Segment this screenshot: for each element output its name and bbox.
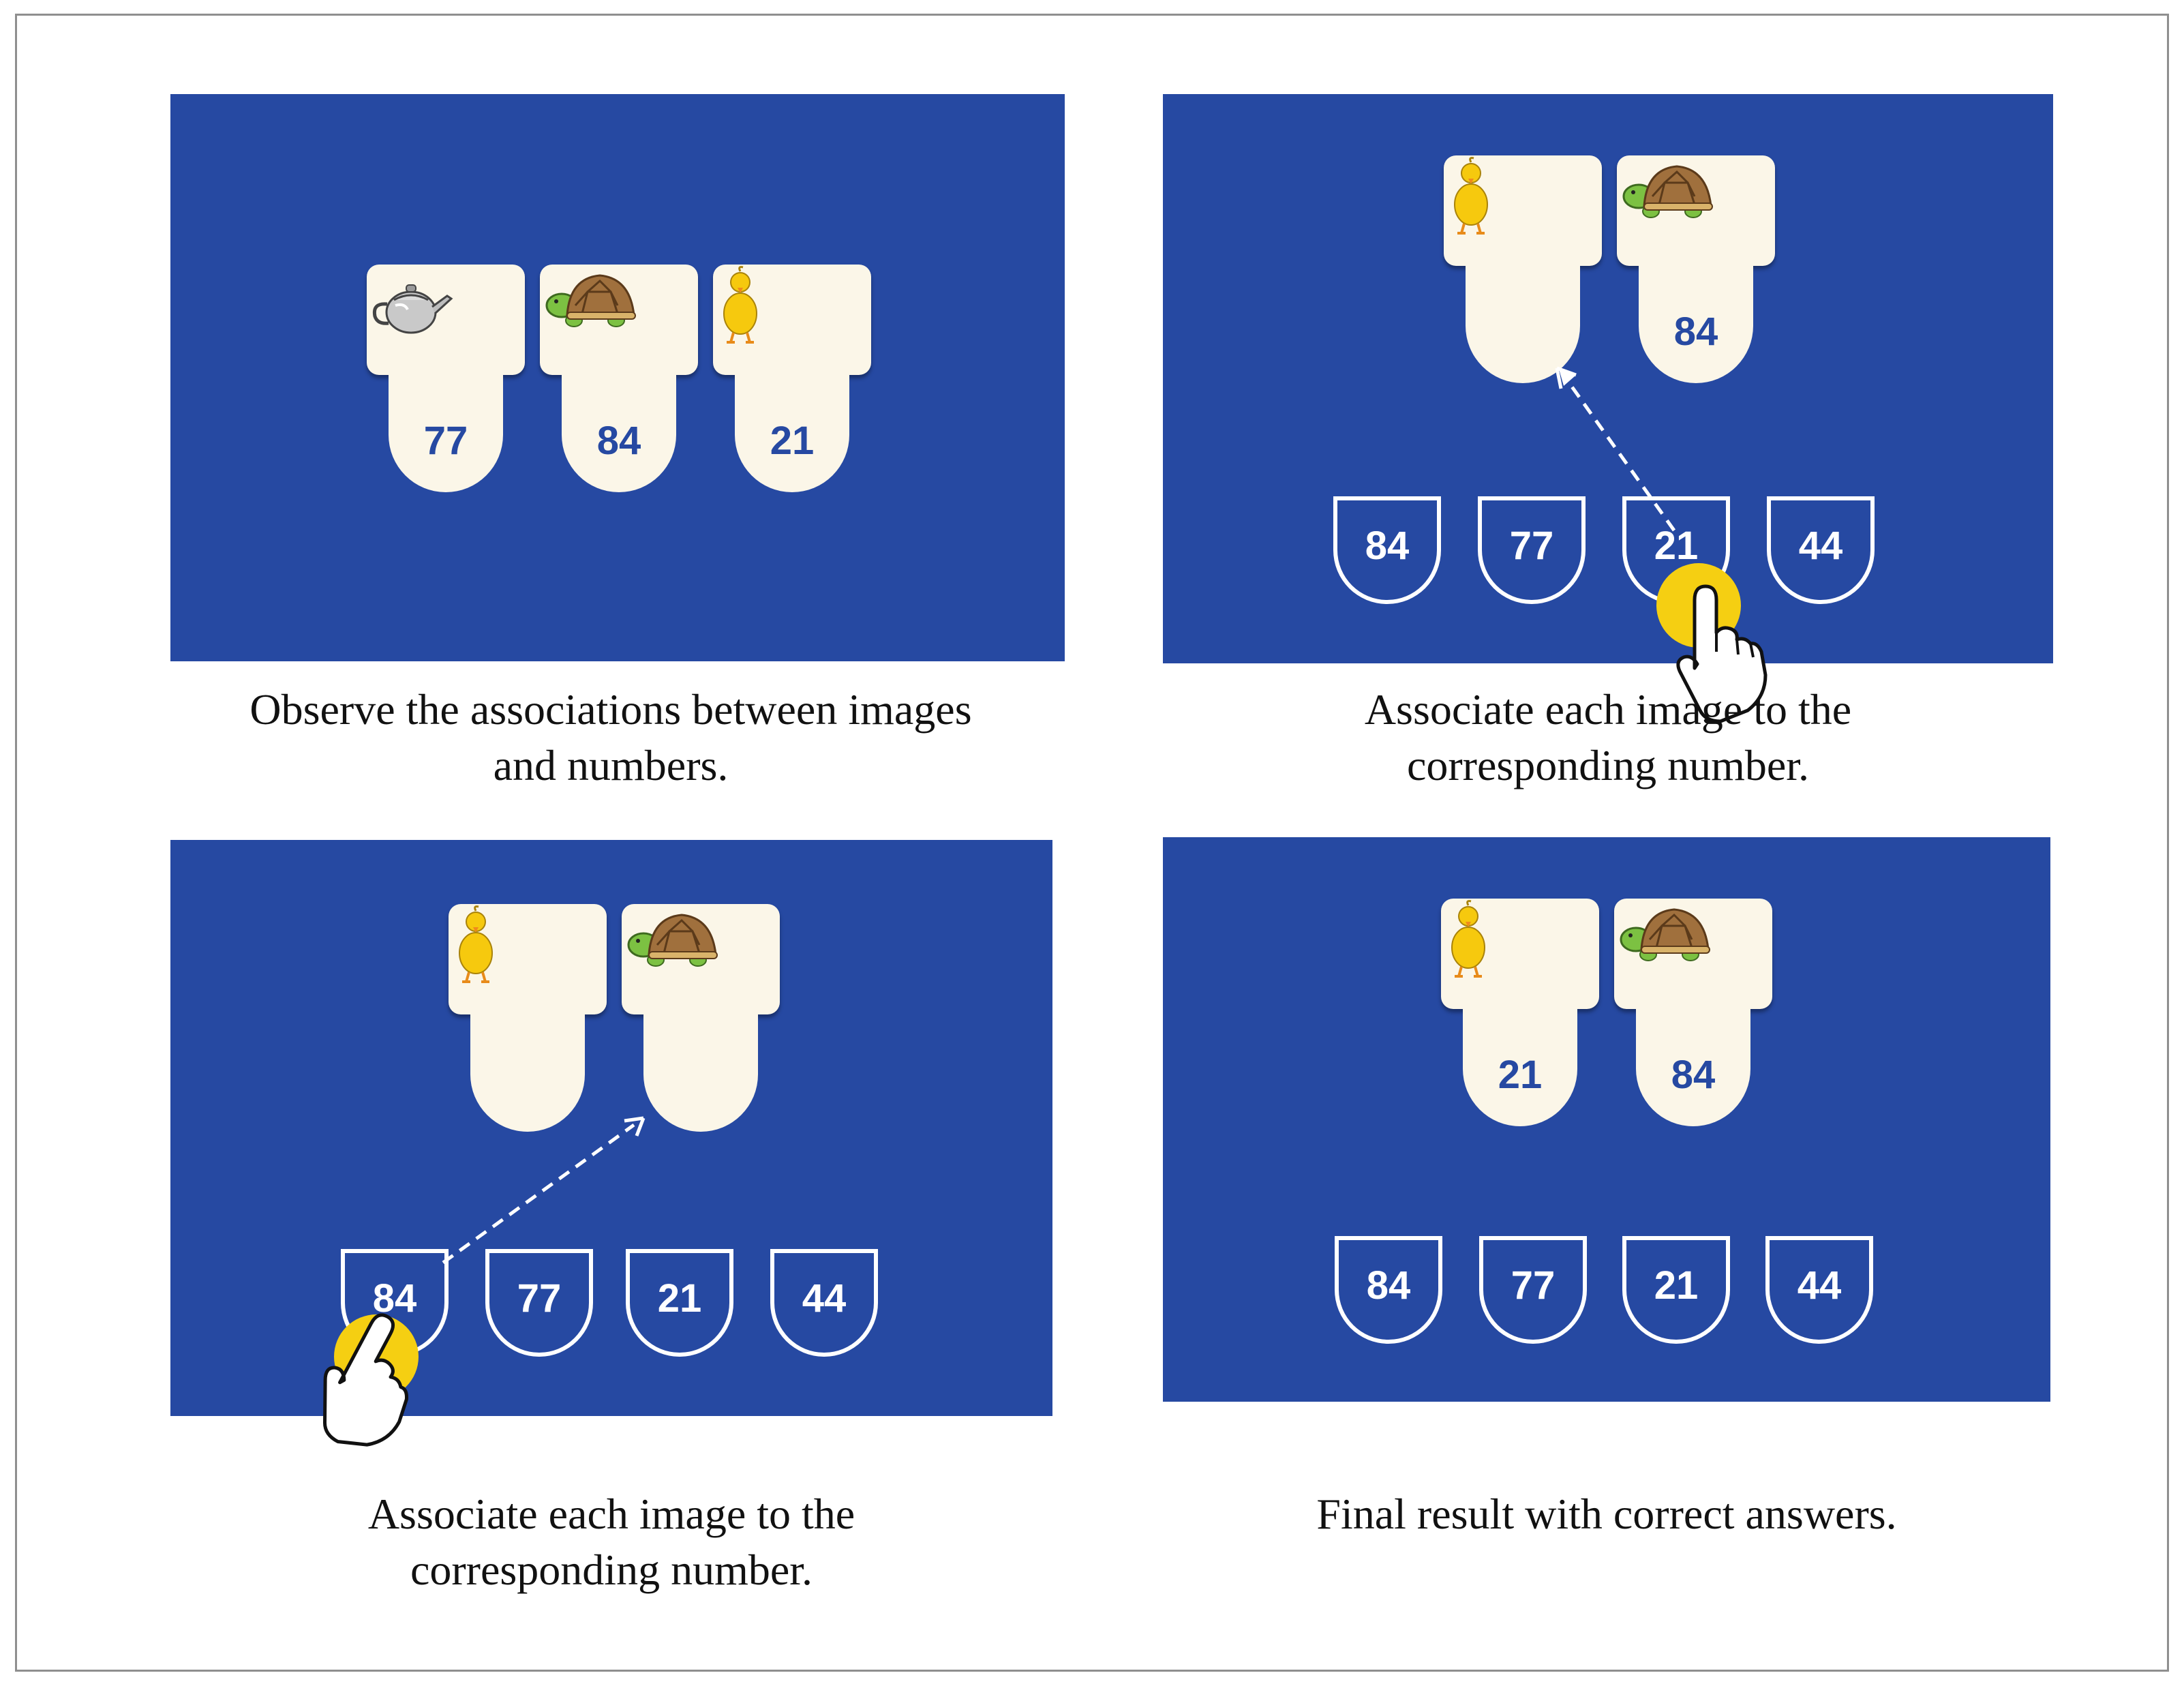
slot-number: 77 <box>423 418 468 463</box>
number-slot-empty[interactable] <box>643 1014 758 1132</box>
slot-number: 84 <box>1673 309 1718 354</box>
tap-hand-icon <box>323 1313 419 1447</box>
choice-number: 44 <box>1798 523 1843 568</box>
choice-number: 84 <box>1365 523 1410 568</box>
turtle-icon <box>545 274 636 327</box>
choice-number: 77 <box>1509 523 1554 568</box>
slot-number: 21 <box>1498 1052 1543 1097</box>
number-slot: 84 <box>562 375 676 492</box>
duck-icon <box>1451 900 1485 978</box>
caption-observe: Observe the associations between images … <box>249 685 972 789</box>
image-card-duck[interactable] <box>713 265 871 375</box>
duck-icon <box>459 905 493 983</box>
number-choice[interactable]: 44 <box>1767 496 1875 604</box>
drag-arrow <box>442 1116 646 1265</box>
choice-number: 44 <box>1797 1263 1842 1308</box>
number-choice[interactable]: 21 <box>1622 1236 1730 1344</box>
choice-number: 77 <box>517 1276 562 1321</box>
choice-number: 21 <box>1654 523 1699 568</box>
image-card-duck[interactable] <box>1441 899 1599 1009</box>
teapot-icon <box>372 284 453 334</box>
caption-associate-second: Associate each image to the correspondin… <box>367 1490 855 1594</box>
image-card-teapot[interactable] <box>367 265 525 375</box>
image-card-turtle[interactable] <box>1617 155 1775 266</box>
slot-number: 21 <box>770 418 815 463</box>
panel-final-result: 21 84 84 77 21 44 <box>1163 837 2050 1402</box>
number-choice[interactable]: 21 <box>626 1249 733 1357</box>
number-choice[interactable]: 77 <box>485 1249 593 1357</box>
panel-associate-second: 84 77 21 44 <box>170 840 1052 1447</box>
number-slot: 21 <box>1463 1009 1577 1126</box>
number-choice[interactable]: 84 <box>1333 496 1441 604</box>
slot-number: 84 <box>596 418 641 463</box>
number-choice[interactable]: 44 <box>770 1249 878 1357</box>
tap-hand-icon <box>1656 563 1768 723</box>
choice-number: 84 <box>372 1276 417 1321</box>
turtle-icon <box>627 914 718 967</box>
turtle-icon <box>1622 165 1713 218</box>
number-slot-empty[interactable] <box>1466 266 1580 383</box>
choice-number: 21 <box>1654 1263 1699 1308</box>
image-card-turtle[interactable] <box>1614 899 1772 1009</box>
number-slot: 77 <box>389 375 503 492</box>
duck-icon <box>723 266 757 344</box>
slot-number: 84 <box>1671 1052 1716 1097</box>
number-slot: 84 <box>1636 1009 1750 1126</box>
image-card-duck[interactable] <box>449 904 607 1014</box>
image-card-duck[interactable] <box>1444 155 1602 266</box>
choice-number: 77 <box>1511 1263 1556 1308</box>
number-choice[interactable]: 21 <box>1622 496 1730 604</box>
choice-number: 44 <box>802 1276 847 1321</box>
number-slot-empty[interactable] <box>470 1014 585 1132</box>
turtle-icon <box>1620 908 1710 961</box>
number-choice[interactable]: 77 <box>1478 496 1586 604</box>
choice-number: 21 <box>657 1276 702 1321</box>
caption-final-result: Final result with correct answers. <box>1316 1490 1897 1538</box>
image-card-turtle[interactable] <box>540 265 698 375</box>
drag-arrow <box>1555 366 1676 532</box>
number-slot: 21 <box>735 375 849 492</box>
number-choice[interactable]: 77 <box>1479 1236 1587 1344</box>
choice-number: 84 <box>1366 1263 1411 1308</box>
duck-icon <box>1454 157 1488 235</box>
panel-associate-first: 84 84 77 21 44 <box>1163 94 2053 723</box>
number-choice[interactable]: 44 <box>1765 1236 1873 1344</box>
number-choice[interactable]: 84 <box>1335 1236 1442 1344</box>
number-slot: 84 <box>1639 266 1753 383</box>
image-card-turtle[interactable] <box>622 904 780 1014</box>
panel-observe: 77 84 21 <box>170 94 1065 661</box>
caption-associate-first: Associate each image to the correspondin… <box>1364 685 1852 789</box>
